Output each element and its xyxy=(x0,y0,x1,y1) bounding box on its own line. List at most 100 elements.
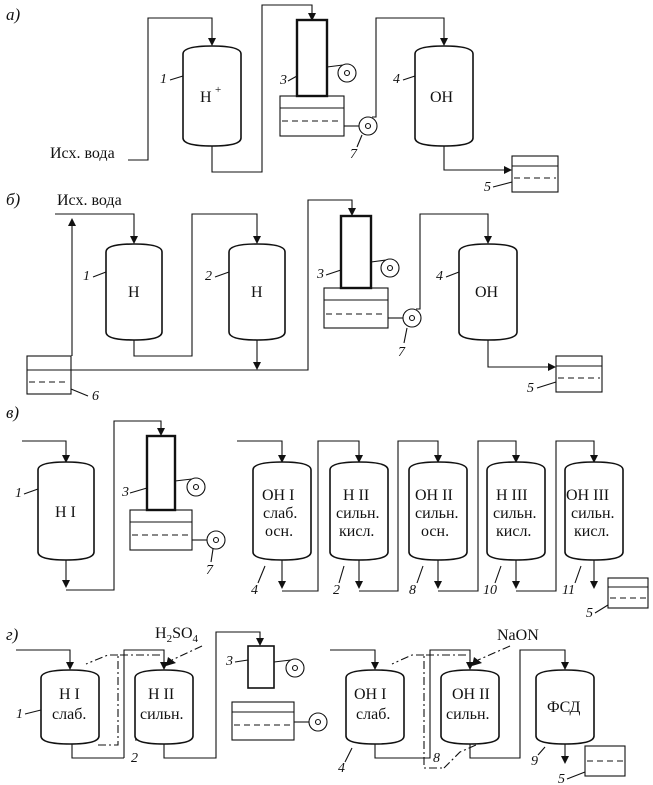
blower-v-hub xyxy=(192,483,200,491)
num-8-v: 8 xyxy=(409,583,416,598)
oh-filter-a xyxy=(414,45,474,147)
oh2-v-line3: осн. xyxy=(421,523,449,540)
arrow-tank-b xyxy=(548,363,556,371)
num-2-g: 2 xyxy=(131,751,138,766)
h2-g-line2: сильн. xyxy=(140,706,184,723)
blower-v xyxy=(186,477,206,497)
num-5-a: 5 xyxy=(484,180,491,195)
tank-6-b xyxy=(26,355,72,395)
num-5-v: 5 xyxy=(586,606,593,621)
leader-11-v xyxy=(574,565,582,584)
blower-v-duct xyxy=(174,478,193,482)
alkali-drain-g xyxy=(443,744,477,769)
h1-g-line1: H I xyxy=(59,686,80,703)
feed-arrow-g xyxy=(66,662,74,670)
feed-arrow-v xyxy=(62,455,70,463)
pump-g-hub xyxy=(314,718,322,726)
section-a: а) Исх. вода H + 1 3 7 xyxy=(6,4,559,195)
arrow-decarb-v xyxy=(157,428,165,436)
leader-8-v xyxy=(416,565,424,584)
feed-arrow-a xyxy=(208,38,216,46)
oh-to-tank-a xyxy=(443,146,504,171)
leader-5-b xyxy=(536,381,557,389)
num-1-a: 1 xyxy=(160,72,167,87)
h1-to-h2-b xyxy=(133,213,258,357)
arrow-h2-v xyxy=(355,455,363,463)
feed-arrow-b xyxy=(130,236,138,244)
h1-filter-v xyxy=(37,461,95,561)
oh1-g-line2: слаб. xyxy=(356,706,390,723)
h3-filter-v xyxy=(486,461,546,561)
collector-b xyxy=(97,199,353,371)
pump-b xyxy=(402,308,422,328)
arrow-oh-a xyxy=(440,38,448,46)
tank-decarb-v xyxy=(129,509,193,551)
decarbonizer-v xyxy=(145,434,177,512)
h2-to-oh2-v xyxy=(359,440,439,592)
section-g: г) H2SO4 NaON H I слаб. 1 H II сильн. 2 xyxy=(6,625,626,785)
pump-to-oh-a xyxy=(372,17,445,118)
h1-to-decarb-v xyxy=(66,420,162,591)
oh1-v-line2: слаб. xyxy=(263,505,297,522)
section-v-label: в) xyxy=(6,403,19,422)
num-5-b: 5 xyxy=(527,381,534,396)
feed-oh1-v xyxy=(237,440,283,455)
num-3-b: 3 xyxy=(316,267,324,282)
pump-g xyxy=(308,712,328,732)
tank-5-v xyxy=(607,577,649,609)
decarbonizer-a xyxy=(295,18,329,98)
oh2-to-h3-v xyxy=(438,440,517,592)
blower-g xyxy=(285,658,305,678)
num-5-g: 5 xyxy=(558,772,565,785)
h1-out-g xyxy=(71,744,124,759)
leader-7-v xyxy=(210,548,214,563)
num-3-a: 3 xyxy=(279,73,287,88)
num-9-g: 9 xyxy=(531,754,538,769)
tank-a xyxy=(279,95,345,137)
section-v: в) H I 1 3 7 OH I слаб. xyxy=(6,403,649,621)
leader-5-a xyxy=(492,181,513,188)
num-4-a: 4 xyxy=(393,72,400,87)
leader-2-v xyxy=(338,565,345,584)
acid-to-h1-g xyxy=(85,654,118,665)
arrow-h2-out-v xyxy=(355,581,363,589)
oh1-v-line3: осн. xyxy=(265,523,293,540)
section-g-label: г) xyxy=(6,625,19,644)
num-1-b: 1 xyxy=(83,269,90,284)
oh2-v-line1: OH II xyxy=(415,487,453,504)
h-filter-a-label: H xyxy=(200,89,212,106)
h-filter-1-b xyxy=(105,243,163,341)
h2-to-decarb-g xyxy=(163,631,261,759)
blower-b-duct xyxy=(370,259,387,263)
num-3-g: 3 xyxy=(225,654,233,669)
leader-4-a xyxy=(402,75,416,81)
num-4-b: 4 xyxy=(436,269,443,284)
oh-to-tank-b xyxy=(487,340,548,368)
tank-decarb-g xyxy=(231,701,295,741)
h3-v-line3: кисл. xyxy=(496,523,531,540)
arrow-h1-out-v xyxy=(62,580,70,588)
arrow-decarb-b xyxy=(348,208,356,216)
arrow-h3-out-v xyxy=(512,581,520,589)
h-filter-a xyxy=(182,45,242,147)
num-7-v: 7 xyxy=(206,563,214,578)
tank-5-a xyxy=(511,155,559,193)
blower-b-hub xyxy=(386,264,394,272)
num-4-g: 4 xyxy=(338,761,345,776)
feed-line-b xyxy=(55,213,135,236)
pump-v-hub xyxy=(212,536,220,544)
leader-3-b xyxy=(325,269,342,276)
oh1-filter-v xyxy=(252,461,312,561)
h1-to-h2-g xyxy=(123,649,165,758)
num-8-g: 8 xyxy=(433,751,440,766)
pump-v xyxy=(206,530,226,550)
pump-b-hub xyxy=(408,314,416,322)
feed-line-v xyxy=(22,440,67,455)
num-10-v: 10 xyxy=(483,583,497,598)
h2-v-line1: H II xyxy=(343,487,369,504)
leader-7-b xyxy=(403,327,408,344)
h2-g-line1: H II xyxy=(148,686,174,703)
oh-filter-b xyxy=(458,243,518,341)
arrow-oh2-out-v xyxy=(434,581,442,589)
